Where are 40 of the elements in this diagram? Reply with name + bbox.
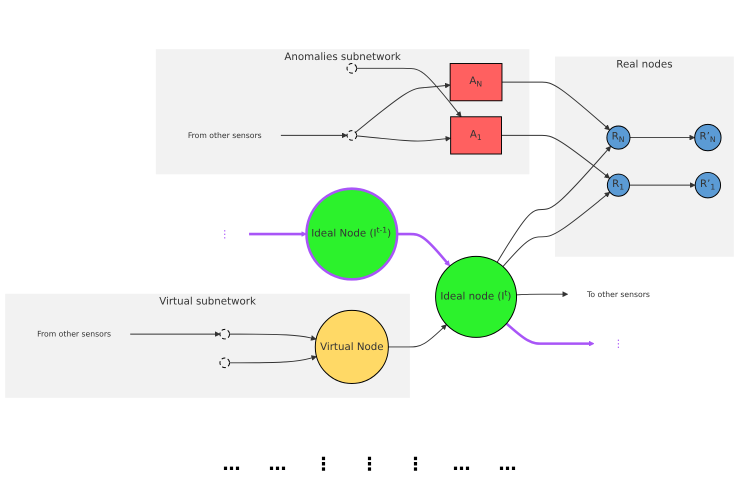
arrow: [229, 354, 317, 363]
anomaly-box: A$_{1}$: [450, 116, 502, 154]
dashed-circle: [346, 130, 358, 140]
dashed-circle: [219, 328, 230, 339]
arrow: [229, 333, 316, 340]
ideal-node-circle: Ideal Node (I$^{t-1}$): [305, 186, 398, 280]
ellipsis-mark: …: [222, 454, 240, 474]
arrow: [355, 82, 450, 132]
arrow: [501, 134, 610, 178]
arrow: [356, 134, 451, 142]
ellipsis-mark: …: [268, 454, 286, 474]
ellipsis-mark: …: [498, 454, 516, 474]
vertical-ellipsis: ⋮: [220, 227, 230, 240]
real-node-circle: R’$_{N}$: [694, 123, 722, 151]
vertical-ellipsis: ⋮: [613, 336, 624, 349]
arrow: [249, 230, 307, 236]
arrow: [388, 324, 447, 347]
arrow: [280, 132, 348, 138]
virtual-node-circle: Virtual Node: [314, 309, 389, 384]
arrow: [502, 191, 610, 267]
dashed-circle: [346, 62, 358, 74]
arrow: [506, 322, 594, 346]
arrow: [397, 232, 450, 266]
real-node-circle: R$_{N}$: [606, 125, 630, 150]
ellipsis-mark: ⋮: [360, 454, 378, 474]
ellipsis-mark: …: [452, 454, 470, 474]
arrow: [629, 182, 696, 188]
arrow: [516, 290, 568, 297]
arrow: [356, 67, 462, 117]
ellipsis-mark: ⋮: [314, 454, 332, 474]
ideal-node-circle: Ideal node (I$^{t}$): [435, 255, 518, 338]
real-node-circle: R$_{1}$: [606, 173, 630, 196]
arrow: [502, 81, 610, 130]
anomaly-box: A$_{N}$: [450, 62, 502, 101]
arrow: [630, 134, 695, 140]
arrow: [496, 145, 612, 262]
dashed-circle: [219, 357, 230, 368]
real-node-circle: R’$_{1}$: [694, 171, 722, 198]
ellipsis-mark: ⋮: [406, 454, 424, 474]
arrow: [130, 330, 220, 336]
